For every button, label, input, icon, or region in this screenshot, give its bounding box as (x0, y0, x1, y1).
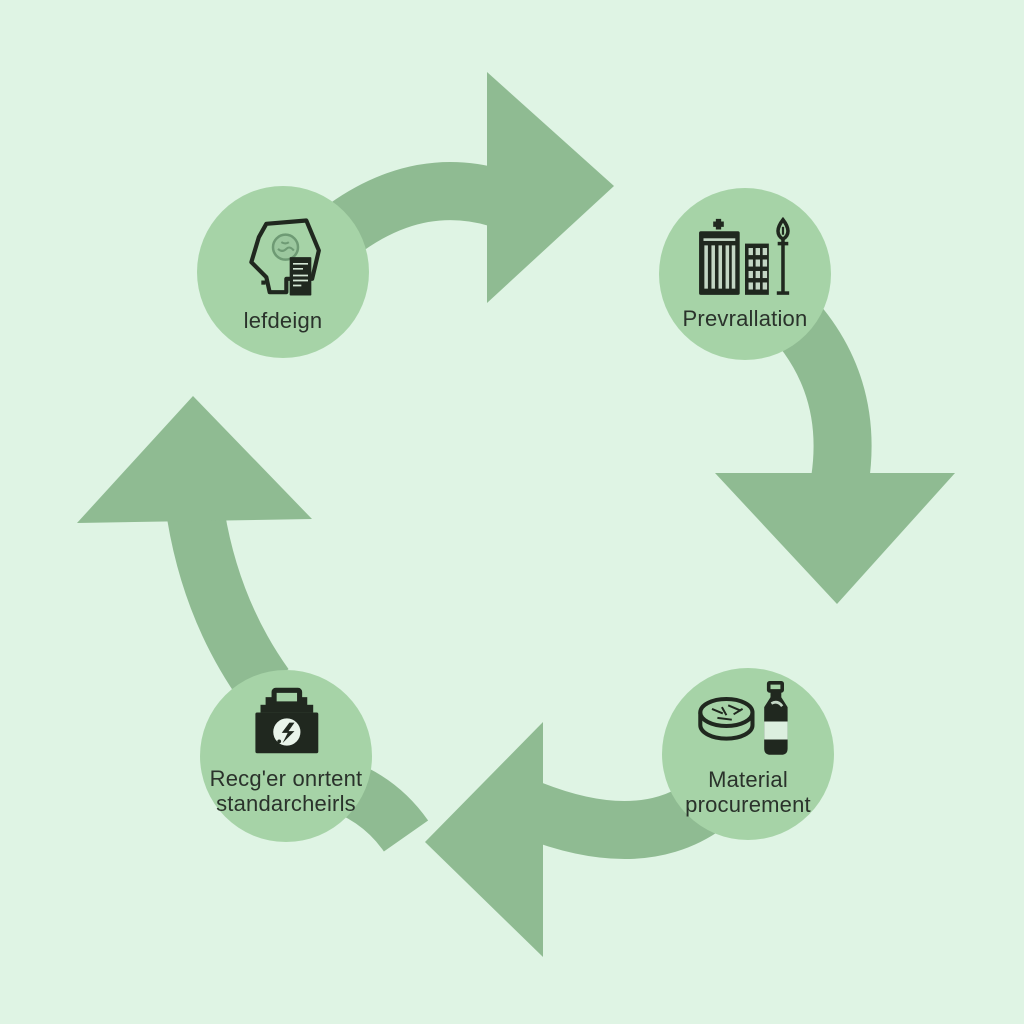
node-label-line2: procurement (685, 791, 811, 817)
node-label-line1: lefdeign (243, 307, 323, 333)
node-installation: Prevrallation (659, 188, 831, 360)
kit-lid (260, 704, 314, 712)
hospital-buildings-lamp-icon (699, 217, 790, 295)
petri-dish-bottle-icon (698, 680, 788, 755)
node-label: Prevrallation (683, 306, 808, 331)
office-building (745, 243, 769, 295)
node-label: Material procurement (685, 767, 811, 817)
node-design: lefdeign (197, 186, 369, 358)
right-arrow-head (715, 473, 955, 604)
bottle-cap (766, 680, 784, 693)
petri-dish (698, 696, 755, 728)
design-blob-document-icon (249, 217, 321, 295)
plus-cross-icon (713, 218, 724, 230)
node-label: Recg'er onrtent standarcheirls (210, 766, 363, 816)
top-arrow-head (487, 72, 614, 303)
node-label: lefdeign (244, 308, 323, 333)
bolt-glyph (281, 722, 295, 743)
node-material-procurement: Material procurement (662, 668, 834, 840)
lamp-flame (776, 217, 790, 242)
left-arrow-head (77, 396, 312, 523)
node-label-line1: Material (708, 766, 788, 792)
node-label-line1: Prevrallation (682, 306, 808, 331)
bottle-label (764, 721, 788, 739)
node-label-line2: standarcheirls (216, 790, 356, 816)
first-aid-kit-icon (255, 687, 319, 753)
node-label-line1: Recg'er onrtent (209, 765, 363, 791)
bottom-arrow-head (425, 722, 543, 957)
lamp-pole (781, 238, 785, 294)
node-standards: Recg'er onrtent standarcheirls (200, 670, 372, 842)
emblem-circle (271, 232, 300, 261)
left-arrow-tail (167, 510, 289, 703)
kit-handle (271, 687, 303, 706)
